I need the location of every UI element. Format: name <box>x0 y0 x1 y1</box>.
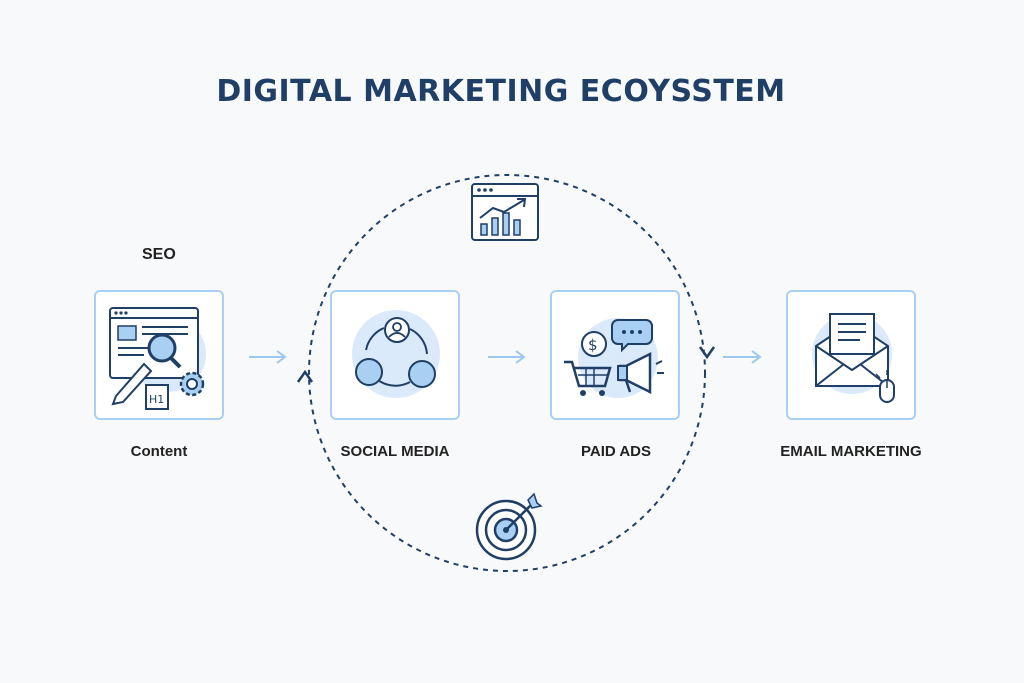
cycle-dashed-ring <box>308 174 706 572</box>
flow-arrow-2 <box>488 350 526 364</box>
svg-text:H1: H1 <box>149 393 164 406</box>
social-network-icon <box>352 310 440 398</box>
stage-label-paid-ads: PAID ADS <box>580 443 651 460</box>
stage-card-content: H1 <box>94 290 224 420</box>
stage-card-social-media <box>330 290 460 420</box>
stage-label-email-marketing: EMAIL MARKETING <box>780 443 922 460</box>
stage-card-paid-ads: $ <box>550 290 680 420</box>
stage-label-content: Content <box>130 443 188 460</box>
flow-arrow-3 <box>723 350 762 364</box>
cycle-arrowhead-right <box>698 346 716 360</box>
stage-label-social-media: SOCIAL MEDIA <box>340 443 450 460</box>
target-icon <box>475 492 543 561</box>
stage-card-email-marketing <box>786 290 916 420</box>
page-title: DIGITAL MARKETING ECOYSSTEM <box>216 74 786 109</box>
svg-text:$: $ <box>588 336 598 354</box>
seo-label: SEO <box>142 246 176 263</box>
email-icon <box>812 313 895 403</box>
growth-chart-icon <box>471 183 539 241</box>
paid-ads-icon: $ <box>564 318 664 398</box>
seo-content-icon: H1 <box>109 307 206 410</box>
cycle-arrowhead-left <box>296 369 314 383</box>
flow-arrow-1 <box>249 350 287 364</box>
